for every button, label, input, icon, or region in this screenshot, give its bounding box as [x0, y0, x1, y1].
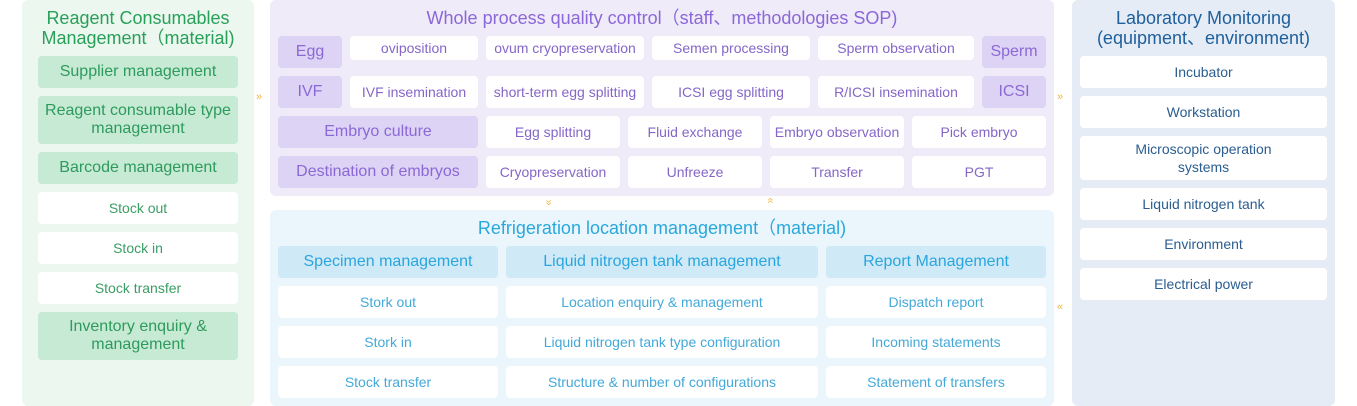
- sperm-label[interactable]: Sperm: [982, 36, 1046, 68]
- down-arrow-icon: »: [542, 199, 555, 204]
- reagent-consumable-type-management[interactable]: Reagent consumable type management: [38, 96, 238, 144]
- up-arrow-icon: »: [764, 199, 777, 204]
- cryopreservation[interactable]: Cryopreservation: [486, 156, 620, 188]
- laboratory-monitoring-panel: Laboratory Monitoring (equipment、environ…: [1072, 0, 1335, 406]
- semen-processing[interactable]: Semen processing: [652, 36, 810, 60]
- structure-number-of-configurations[interactable]: Structure & number of configurations: [506, 366, 818, 398]
- left-arrow-icon: «: [1057, 301, 1063, 313]
- statement-of-transfers[interactable]: Statement of transfers: [826, 366, 1046, 398]
- short-term-egg-splitting[interactable]: short-term egg splitting: [486, 76, 644, 108]
- monitoring-title-line2: (equipment、environment): [1096, 28, 1311, 48]
- location-enquiry-management[interactable]: Location enquiry & management: [506, 286, 818, 318]
- dispatch-report[interactable]: Dispatch report: [826, 286, 1046, 318]
- stork-in[interactable]: Stork in: [278, 326, 498, 358]
- icsi-label[interactable]: ICSI: [982, 76, 1046, 108]
- destination-of-embryos-label[interactable]: Destination of embryos: [278, 156, 478, 188]
- liquid-nitrogen-tank-type-configuration[interactable]: Liquid nitrogen tank type configuration: [506, 326, 818, 358]
- pick-embryo[interactable]: Pick embryo: [912, 116, 1046, 148]
- unfreeze[interactable]: Unfreeze: [628, 156, 762, 188]
- reagent-consumables-panel: Reagent Consumables Management（material)…: [22, 0, 254, 406]
- specimen-stock-transfer[interactable]: Stock transfer: [278, 366, 498, 398]
- egg-label[interactable]: Egg: [278, 36, 342, 68]
- inventory-enquiry-management[interactable]: Inventory enquiry & management: [38, 312, 238, 360]
- transfer[interactable]: Transfer: [770, 156, 904, 188]
- incubator[interactable]: Incubator: [1080, 56, 1327, 88]
- workstation[interactable]: Workstation: [1080, 96, 1327, 128]
- ivf-insemination[interactable]: IVF insemination: [350, 76, 478, 108]
- refrigeration-location-title: Refrigeration location management（materi…: [477, 218, 847, 238]
- right-arrow-icon: »: [256, 91, 262, 103]
- incoming-statements[interactable]: Incoming statements: [826, 326, 1046, 358]
- ovum-cryopreservation[interactable]: ovum cryopreservation: [486, 36, 644, 60]
- fluid-exchange[interactable]: Fluid exchange: [628, 116, 762, 148]
- environment[interactable]: Environment: [1080, 228, 1327, 260]
- stock-in[interactable]: Stock in: [38, 232, 238, 264]
- oviposition[interactable]: oviposition: [350, 36, 478, 60]
- embryo-culture-label[interactable]: Embryo culture: [278, 116, 478, 148]
- electrical-power[interactable]: Electrical power: [1080, 268, 1327, 300]
- supplier-management[interactable]: Supplier management: [38, 56, 238, 88]
- refrigeration-location-panel: Refrigeration location management（materi…: [270, 210, 1054, 406]
- liquid-nitrogen-tank-management-header[interactable]: Liquid nitrogen tank management: [506, 246, 818, 278]
- egg-splitting[interactable]: Egg splitting: [486, 116, 620, 148]
- specimen-management-header[interactable]: Specimen management: [278, 246, 498, 278]
- liquid-nitrogen-tank[interactable]: Liquid nitrogen tank: [1080, 188, 1327, 220]
- icsi-egg-splitting[interactable]: ICSI egg splitting: [652, 76, 810, 108]
- reagent-consumables-title: Reagent Consumables Management（material): [22, 8, 254, 48]
- quality-control-panel: Whole process quality control（staff、meth…: [270, 0, 1054, 196]
- reagent-title-line2: Management（material): [41, 28, 235, 48]
- quality-control-title: Whole process quality control（staff、meth…: [426, 8, 898, 28]
- right-arrow-icon: »: [1057, 91, 1063, 103]
- laboratory-monitoring-title: Laboratory Monitoring (equipment、environ…: [1072, 8, 1335, 48]
- stock-transfer[interactable]: Stock transfer: [38, 272, 238, 304]
- barcode-management[interactable]: Barcode management: [38, 152, 238, 184]
- stork-out[interactable]: Stork out: [278, 286, 498, 318]
- ivf-label[interactable]: IVF: [278, 76, 342, 108]
- pgt[interactable]: PGT: [912, 156, 1046, 188]
- stock-out[interactable]: Stock out: [38, 192, 238, 224]
- sperm-observation[interactable]: Sperm observation: [818, 36, 974, 60]
- report-management-header[interactable]: Report Management: [826, 246, 1046, 278]
- r-icsi-insemination[interactable]: R/ICSI insemination: [818, 76, 974, 108]
- microscopic-operation-systems[interactable]: Microscopic operation systems: [1080, 136, 1327, 180]
- reagent-title-line1: Reagent Consumables: [46, 8, 230, 28]
- monitoring-title-line1: Laboratory Monitoring: [1115, 8, 1292, 28]
- embryo-observation[interactable]: Embryo observation: [770, 116, 904, 148]
